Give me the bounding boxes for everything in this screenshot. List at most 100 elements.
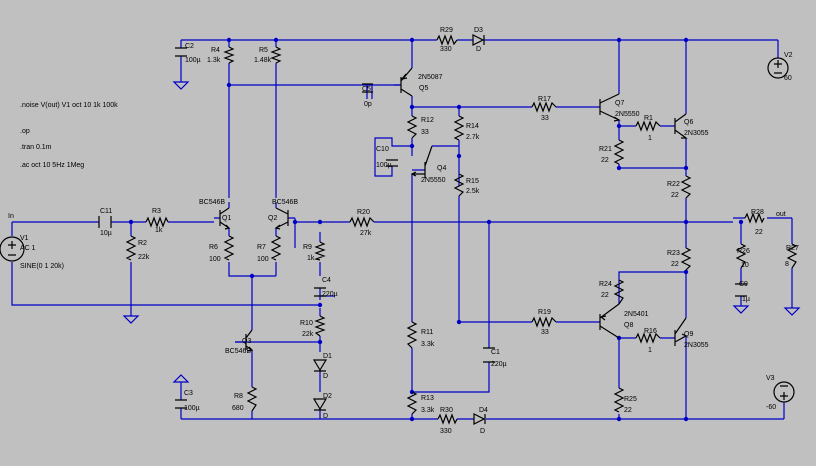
svg-text:1k: 1k <box>155 227 163 234</box>
svg-text:22k: 22k <box>138 254 150 261</box>
v2-name: V2 <box>784 52 793 59</box>
svg-text:100µ: 100µ <box>185 57 201 64</box>
svg-text:2N5401: 2N5401 <box>624 311 649 318</box>
svg-text:1.3k: 1.3k <box>207 57 221 64</box>
wires <box>11 39 793 420</box>
svg-text:330: 330 <box>440 428 452 435</box>
net-out: out <box>776 211 786 218</box>
v3-value: -60 <box>766 404 776 411</box>
svg-text:R4: R4 <box>211 47 220 54</box>
resistor-r20 <box>349 216 375 228</box>
resistor-r6 <box>223 235 235 261</box>
svg-text:R3: R3 <box>152 208 161 215</box>
resistor-r14 <box>453 115 465 141</box>
capacitor-c4 <box>314 287 326 297</box>
svg-text:R9: R9 <box>303 244 312 251</box>
svg-text:1.48k: 1.48k <box>254 57 272 64</box>
resistor-r13 <box>406 391 418 415</box>
svg-text:C9: C9 <box>739 281 748 288</box>
svg-text:R28: R28 <box>751 209 764 216</box>
diodes <box>312 34 486 425</box>
resistor-r5 <box>270 46 282 64</box>
v1-sine: SINE(0 1 20k) <box>20 263 64 270</box>
resistors <box>125 34 798 425</box>
svg-text:Q4: Q4 <box>437 165 446 172</box>
svg-text:BC546B: BC546B <box>225 348 251 355</box>
svg-text:D1: D1 <box>323 353 332 360</box>
directive-noise: .noise V(out) V1 oct 10 1k 100k <box>20 102 118 109</box>
diode-labels: D1D D2D D3D D4D <box>323 27 488 435</box>
svg-text:Q5: Q5 <box>419 85 428 92</box>
svg-text:22: 22 <box>671 192 679 199</box>
resistor-r1 <box>635 120 661 132</box>
capacitor-c5 <box>362 83 373 93</box>
svg-text:Q2: Q2 <box>268 215 277 222</box>
capacitor-c3 <box>175 399 187 409</box>
svg-text:BC546B: BC546B <box>199 199 225 206</box>
resistor-r4 <box>223 46 235 64</box>
svg-text:33: 33 <box>541 115 549 122</box>
transistor-q2 <box>274 207 289 230</box>
resistor-r17 <box>531 101 557 113</box>
resistor-r29 <box>436 34 458 46</box>
svg-text:BC546B: BC546B <box>272 199 298 206</box>
svg-text:33: 33 <box>541 329 549 336</box>
svg-text:R14: R14 <box>466 123 479 130</box>
directive-ac: .ac oct 10 5Hz 1Meg <box>20 162 84 169</box>
svg-text:R13: R13 <box>421 395 434 402</box>
resistor-r27 <box>786 243 798 269</box>
svg-text:R27: R27 <box>786 245 799 252</box>
svg-text:D3: D3 <box>474 27 483 34</box>
resistor-r12 <box>406 115 418 139</box>
v1-name: V1 <box>20 235 29 242</box>
capacitor-c11 <box>98 216 112 228</box>
svg-text:2.5k: 2.5k <box>466 188 480 195</box>
svg-text:D4: D4 <box>479 407 488 414</box>
source-v2 <box>767 57 789 79</box>
svg-text:Q6: Q6 <box>684 119 693 126</box>
svg-text:R8: R8 <box>234 393 243 400</box>
svg-text:C3: C3 <box>184 390 193 397</box>
transistor-q8 <box>599 303 620 339</box>
svg-text:22: 22 <box>671 261 679 268</box>
svg-text:Q8: Q8 <box>624 322 633 329</box>
directive-op: .op <box>20 128 30 135</box>
svg-text:Q3: Q3 <box>242 338 251 345</box>
transistor-q4 <box>410 145 433 178</box>
ground-symbols <box>122 81 801 383</box>
svg-text:R26: R26 <box>737 248 750 255</box>
svg-text:R30: R30 <box>440 407 453 414</box>
resistor-r8 <box>246 386 258 412</box>
resistor-r24 <box>613 279 625 305</box>
transistor-q7 <box>599 93 621 122</box>
source-labels: V1 AC 1 SINE(0 1 20k) V2 60 V3 -60 <box>20 52 793 411</box>
capacitor-c1 <box>483 347 495 363</box>
svg-text:C2: C2 <box>185 43 194 50</box>
svg-text:1k: 1k <box>307 255 315 262</box>
transistors <box>219 67 688 352</box>
svg-text:22: 22 <box>601 157 609 164</box>
svg-text:2.7k: 2.7k <box>466 134 480 141</box>
svg-text:220µ: 220µ <box>322 291 338 298</box>
svg-text:R11: R11 <box>421 329 433 336</box>
svg-text:C4: C4 <box>322 277 331 284</box>
svg-text:100µ: 100µ <box>184 405 200 412</box>
resistor-r7 <box>270 235 282 261</box>
svg-text:3.3k: 3.3k <box>421 407 435 414</box>
svg-text:R16: R16 <box>644 328 657 335</box>
svg-text:22: 22 <box>601 292 609 299</box>
svg-text:D: D <box>323 373 328 380</box>
svg-text:0p: 0p <box>364 101 372 108</box>
transistor-q3 <box>245 329 254 352</box>
capacitor-c9 <box>735 283 747 297</box>
svg-text:2N3055: 2N3055 <box>684 130 709 137</box>
resistor-r25 <box>613 387 625 413</box>
svg-text:R21: R21 <box>599 146 612 153</box>
junctions <box>128 37 744 422</box>
svg-text:22: 22 <box>624 407 632 414</box>
svg-text:R25: R25 <box>624 396 637 403</box>
svg-text:.1µ: .1µ <box>740 296 750 303</box>
svg-text:330: 330 <box>440 46 452 53</box>
